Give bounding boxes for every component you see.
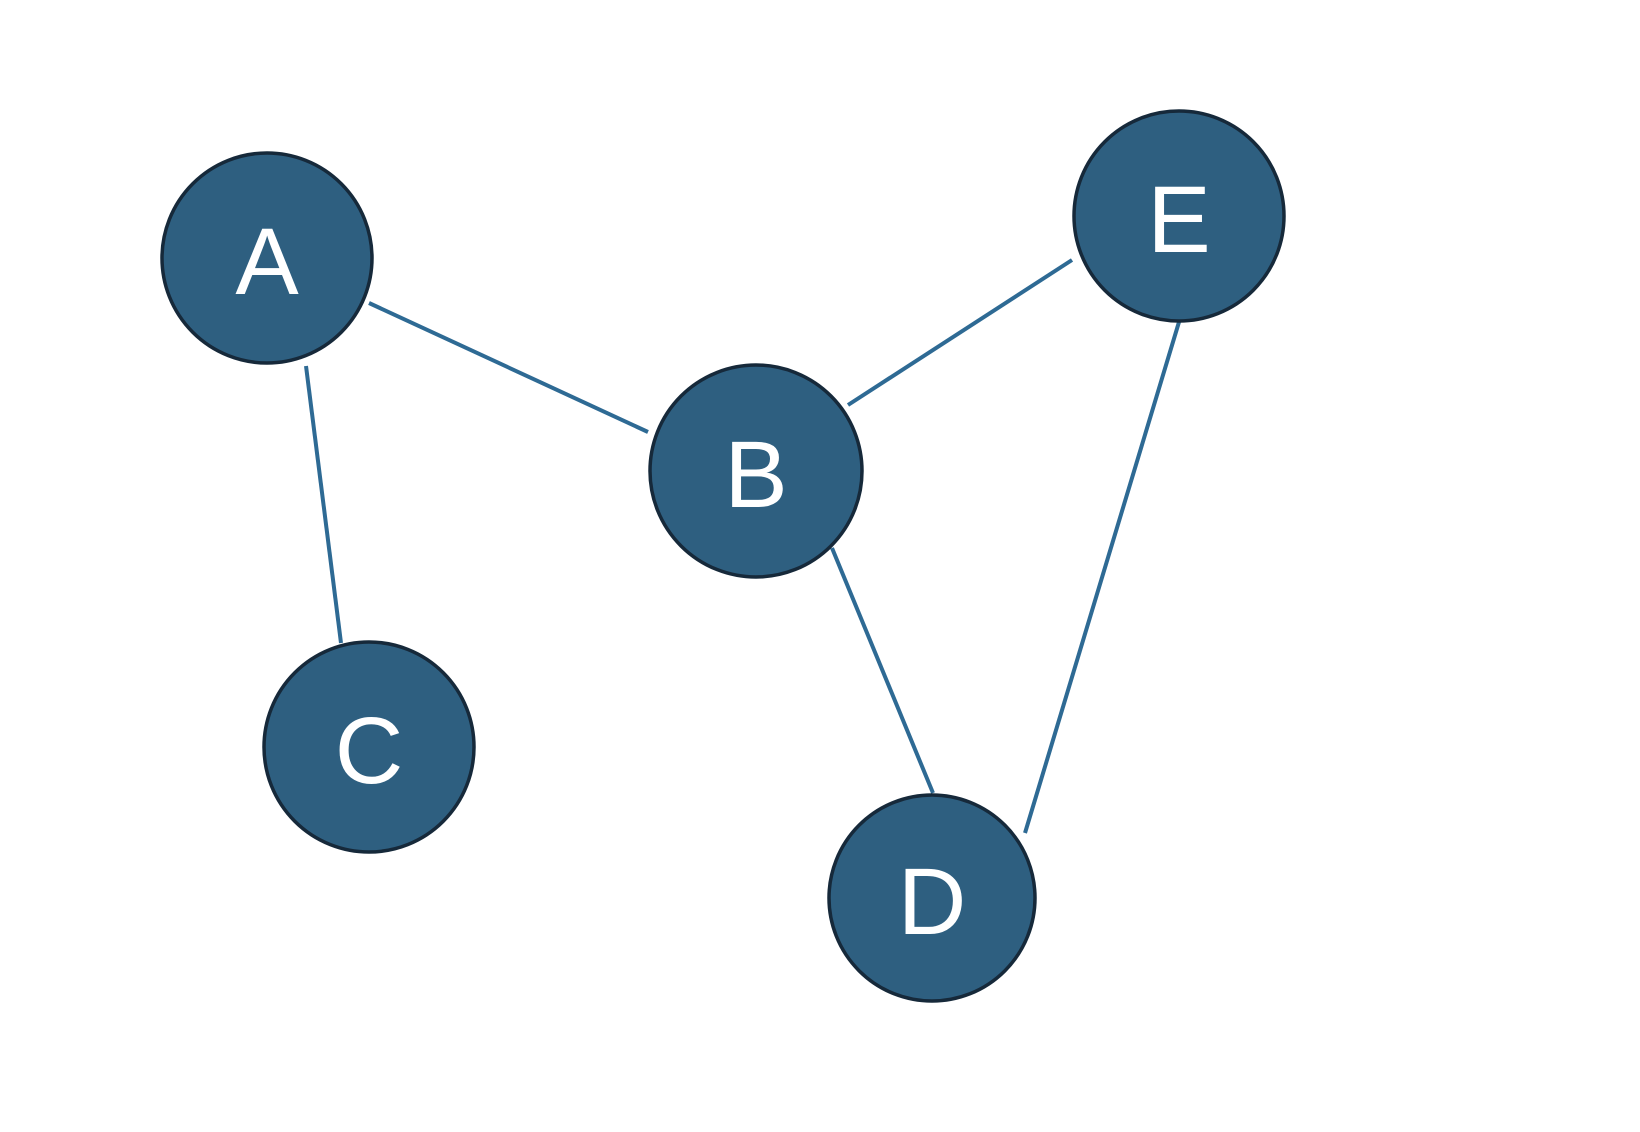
node-layer: A B C D E xyxy=(160,109,1286,1003)
edge-layer xyxy=(304,258,1181,834)
node-A[interactable]: A xyxy=(160,151,374,365)
node-label-B: B xyxy=(724,422,787,528)
node-circle-E[interactable] xyxy=(1072,109,1286,323)
node-circle-A[interactable] xyxy=(160,151,374,365)
edge-A-C xyxy=(304,365,343,644)
node-label-A: A xyxy=(235,209,299,315)
node-circle-D[interactable] xyxy=(827,793,1037,1003)
node-label-D: D xyxy=(898,849,967,955)
node-label-E: E xyxy=(1147,167,1210,273)
node-label-C: C xyxy=(335,698,404,804)
edge-B-E xyxy=(846,258,1074,407)
node-C[interactable]: C xyxy=(262,640,476,854)
edge-D-E xyxy=(1023,321,1181,834)
node-D[interactable]: D xyxy=(827,793,1037,1003)
node-circle-B[interactable] xyxy=(648,363,864,579)
node-E[interactable]: E xyxy=(1072,109,1286,323)
edge-A-B xyxy=(368,301,649,434)
node-B[interactable]: B xyxy=(648,363,864,579)
node-circle-C[interactable] xyxy=(262,640,476,854)
edge-B-D xyxy=(830,547,935,794)
